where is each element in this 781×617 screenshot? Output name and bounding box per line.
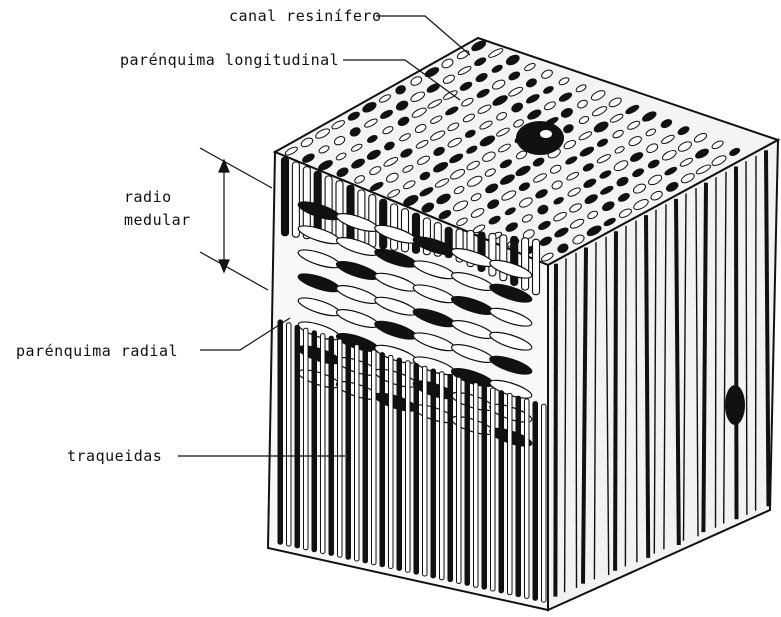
wood-block bbox=[268, 38, 778, 610]
leader-canal-resinifero bbox=[376, 16, 470, 55]
tracheid-cell bbox=[287, 323, 292, 546]
tracheid-cell bbox=[491, 388, 496, 591]
tracheid-cell bbox=[482, 385, 487, 589]
label-parenquima-longitudinal: parénquima longitudinal bbox=[120, 51, 339, 69]
tracheid-cell bbox=[292, 162, 299, 237]
tracheid-cell bbox=[336, 181, 343, 243]
tracheid-cell bbox=[312, 331, 317, 552]
label-parenquima-radial: parénquima radial bbox=[16, 342, 178, 360]
tracheid-cell bbox=[413, 213, 420, 253]
tracheid-cell bbox=[338, 339, 343, 557]
tracheid-cell bbox=[431, 369, 436, 578]
tracheid-wall bbox=[703, 183, 706, 532]
tracheid-cell bbox=[414, 364, 419, 575]
tracheid-wall bbox=[636, 221, 637, 563]
tracheid-cell bbox=[346, 342, 351, 559]
tracheid-cell bbox=[372, 350, 377, 565]
tracheid-wall bbox=[676, 199, 679, 545]
label-traqueidas: traqueidas bbox=[67, 447, 162, 465]
tracheid-wall bbox=[736, 167, 737, 520]
tracheid-cell bbox=[522, 238, 529, 290]
tracheid-cell bbox=[321, 334, 326, 554]
tracheid-cell bbox=[533, 239, 540, 294]
tracheid-wall bbox=[766, 150, 769, 506]
tracheid-cell bbox=[406, 361, 411, 572]
tracheid-cell bbox=[363, 347, 368, 563]
tracheid-wall bbox=[646, 215, 648, 558]
tracheid-cell bbox=[542, 404, 547, 602]
tracheid-cell bbox=[440, 372, 445, 580]
tracheid-cell bbox=[389, 355, 394, 568]
tracheid-cell bbox=[511, 236, 518, 285]
tracheid-cell bbox=[533, 402, 538, 601]
tracheid-cell bbox=[525, 399, 530, 599]
tracheid-cell bbox=[457, 377, 462, 583]
tracheid-wall bbox=[555, 264, 556, 597]
tracheid-cell bbox=[355, 345, 360, 562]
label-canal-resinifero: canal resinífero bbox=[229, 7, 382, 25]
radio-arrow-top bbox=[219, 160, 229, 172]
tracheid-wall bbox=[716, 177, 717, 528]
leader-radio-bottom bbox=[200, 252, 268, 290]
leader-radio-top bbox=[200, 148, 272, 188]
tracheid-cell bbox=[278, 320, 283, 544]
label-medular: medular bbox=[124, 211, 191, 229]
tracheid-cell bbox=[380, 199, 387, 249]
tracheid-wall bbox=[625, 226, 626, 567]
resin-canal-lumen bbox=[540, 130, 552, 138]
tracheid-cell bbox=[489, 233, 496, 276]
tracheid-cell bbox=[397, 358, 402, 570]
tracheid-cell bbox=[295, 325, 300, 548]
resin-canal bbox=[516, 121, 564, 155]
tracheid-cell bbox=[516, 396, 521, 596]
tracheid-wall bbox=[746, 161, 747, 515]
tracheid-cell bbox=[380, 353, 385, 567]
label-radio: radio bbox=[124, 188, 172, 206]
tracheid-cell bbox=[282, 157, 289, 235]
tracheid-cell bbox=[474, 383, 479, 588]
side-resin-canal bbox=[725, 385, 745, 425]
tracheid-cell bbox=[465, 380, 470, 586]
tracheid-cell bbox=[304, 328, 309, 550]
tracheid-cell bbox=[448, 374, 453, 581]
tracheid-cell bbox=[508, 393, 513, 594]
tracheid-wall bbox=[576, 253, 577, 588]
tracheid-cell bbox=[499, 391, 504, 593]
tracheid-cell bbox=[423, 366, 428, 576]
tracheid-wall bbox=[615, 231, 616, 571]
radio-arrow-bottom bbox=[219, 260, 229, 272]
tracheid-cell bbox=[329, 336, 334, 555]
